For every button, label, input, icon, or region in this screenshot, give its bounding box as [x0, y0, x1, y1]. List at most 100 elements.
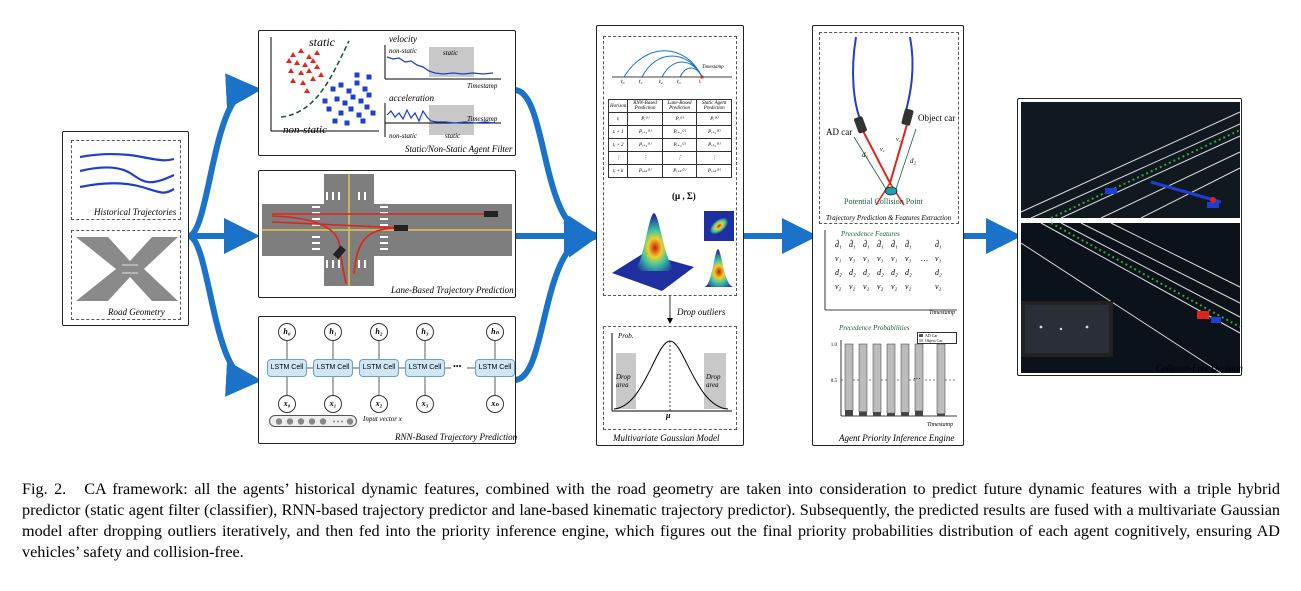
prob-timestamp: Timestamp — [927, 422, 954, 428]
input-vector-bar — [269, 415, 357, 427]
non-static-point — [360, 118, 366, 124]
road-geometry-label: Road Geometry — [108, 307, 165, 317]
feature-cell: d₂ — [905, 268, 912, 277]
prob-bar-object — [844, 343, 854, 411]
acceleration-non-static: non-static — [389, 132, 417, 140]
table-cell: Pᵢ⁽³⁾ — [696, 112, 732, 126]
trajectory-curves — [79, 152, 175, 194]
feature-cell: d₂ — [935, 268, 942, 277]
table-header-cell: Horizon — [607, 99, 629, 113]
table-cell: Pᵢ₊ₖ⁽¹⁾ — [627, 164, 663, 178]
v1-label: v₁ — [880, 147, 885, 153]
non-static-point — [370, 110, 376, 116]
prob-bar-ad — [915, 410, 923, 416]
non-static-point — [344, 120, 350, 126]
feature-cell: v₂ — [835, 282, 842, 291]
prob-bar-object — [858, 343, 868, 412]
feature-cell: v₂ — [905, 282, 912, 291]
static-point — [306, 54, 312, 59]
table-row: ⋮⋮⋮⋮ — [607, 151, 732, 165]
caption-text: CA framework: all the agents’ historical… — [22, 480, 1280, 561]
table-cell: Pᵢ₊₂⁽³⁾ — [696, 138, 732, 152]
static-point — [306, 68, 312, 73]
table-cell: Pᵢ₊₂⁽¹⁾ — [627, 138, 663, 152]
table-cell: Pᵢ₊₂⁽²⁾ — [661, 138, 698, 152]
table-cell: Pᵢ₊₁⁽¹⁾ — [627, 125, 663, 139]
feature-cell: v₂ — [863, 282, 870, 291]
feature-cell: d₂ — [863, 268, 870, 277]
hidden-state-node: h₁ — [324, 323, 342, 341]
static-point — [300, 80, 306, 85]
hidden-state-node: h₂ — [370, 323, 388, 341]
non-static-point — [346, 88, 352, 94]
prob-legend: AD Car Object Car — [917, 332, 957, 344]
non-static-point — [366, 74, 372, 80]
table-cell: Pᵢ⁽¹⁾ — [627, 112, 663, 126]
feature-cell: v₁ — [835, 254, 842, 263]
legend-swatch-ad — [919, 334, 923, 337]
historical-trajectories-label: Historical Trajectories — [94, 207, 177, 217]
table-cell: tᵢ + k — [607, 164, 629, 178]
drop-arrow — [667, 296, 673, 324]
prob-bar-object — [886, 343, 896, 414]
input-node: x₁ — [324, 395, 342, 413]
input-node: x₃ — [416, 395, 434, 413]
lstm-cell: LSTM Cell — [313, 359, 353, 377]
feature-cell: v₁ — [849, 254, 856, 263]
gaussian-params: (μ , Σ) — [672, 191, 696, 201]
feature-cell: d̂₁ — [877, 240, 884, 249]
lstm-cell: LSTM Cell — [267, 359, 307, 377]
static-point — [294, 60, 300, 65]
non-static-point — [358, 98, 364, 104]
road-geometry-box: Road Geometry — [71, 230, 181, 320]
precedence-probabilities-label: Precedence Probabilities — [839, 324, 910, 332]
timeline-timestamp: Timestamp — [702, 65, 724, 70]
gaussian-caption: Multivariate Gaussian Model — [613, 433, 720, 443]
prob-label: Prob. — [618, 332, 634, 340]
prob-bar-object — [936, 343, 946, 415]
lane-prediction-caption: Lane-Based Trajectory Prediction — [391, 285, 514, 295]
feature-cell: d̂₁ — [849, 240, 856, 249]
non-static-point — [342, 100, 348, 106]
legend-swatch-obj — [919, 339, 923, 342]
velocity-chart — [384, 45, 501, 80]
prob-y-tick: 0.5 — [831, 379, 838, 384]
collision-scene — [852, 36, 917, 206]
drop-area-right: Drop area — [706, 373, 721, 389]
prob-bar-ad — [859, 411, 867, 416]
v2-label: v₂ — [896, 137, 901, 143]
trajectory-feature-caption: Trajectory Prediction & Features Extract… — [826, 214, 952, 222]
ad-car-label: AD car — [826, 127, 853, 137]
rnn-connections — [286, 341, 496, 395]
drop-outliers-label: Drop outliers — [677, 307, 726, 317]
feature-cell: v₁ — [891, 254, 898, 263]
table-cell: Pᵢ⁽²⁾ — [661, 112, 698, 126]
road-geometry-shape — [76, 237, 178, 301]
non-static-point — [348, 106, 354, 112]
decision-scene-bottom — [1020, 222, 1241, 374]
timeline-arcs — [612, 50, 732, 79]
prob-dots: … — [913, 372, 921, 381]
lstm-cell: LSTM Cell — [475, 359, 515, 377]
precedence-features-label: Precedence Features — [841, 230, 900, 238]
feature-cell: d̂₁ — [905, 240, 912, 249]
feature-cell: v₂ — [849, 282, 856, 291]
features-timestamp: Timestamp — [929, 310, 956, 316]
feature-cell: v₂ — [891, 282, 898, 291]
hidden-state-node: hₙ — [486, 323, 504, 341]
feature-cell: d₂ — [877, 268, 884, 277]
feature-cell: d₂ — [891, 268, 898, 277]
feature-cell: d̂₁ — [891, 240, 898, 249]
static-point — [288, 68, 294, 73]
static-point — [314, 50, 320, 55]
figure-number: Fig. 2. — [22, 480, 67, 498]
table-header-cell: Lane-Based Prediction — [661, 99, 698, 113]
decision-scene-top — [1020, 102, 1241, 219]
drop-area-left: Drop area — [616, 373, 631, 389]
table-header-cell: Static Agent Prediction — [696, 99, 732, 113]
static-point — [286, 58, 292, 63]
historical-trajectories-box: Historical Trajectories — [71, 140, 181, 220]
prob-bar-ad — [901, 412, 909, 416]
